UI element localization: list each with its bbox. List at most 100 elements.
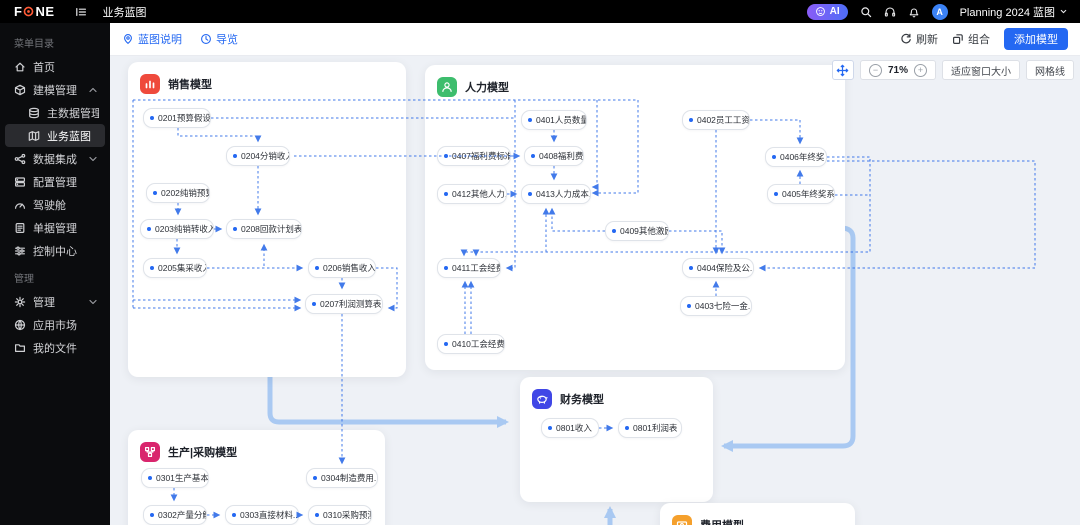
tour-link[interactable]: 导览	[200, 31, 238, 47]
node-0404[interactable]: 0404保险及公...	[682, 258, 754, 278]
node-0405[interactable]: 0405年终奖系...	[767, 184, 835, 204]
node-0410[interactable]: 0410工会经费...	[437, 334, 505, 354]
sidebar-item-documents[interactable]: 单据管理	[5, 216, 105, 239]
node-dot	[689, 266, 693, 270]
app-logo: F NE	[0, 4, 55, 19]
topbar-tab-business-blueprint[interactable]: 业务蓝图	[102, 6, 147, 19]
app-market-icon	[14, 319, 26, 331]
sidebar-item-admin[interactable]: 管理	[5, 290, 105, 313]
main-area: 蓝图说明 导览 刷新 组合 添加模型	[110, 23, 1080, 525]
fit-window-button[interactable]: 适应窗口大小	[942, 60, 1020, 80]
panel-expense-model[interactable]: 费用模型	[660, 503, 855, 525]
node-0408[interactable]: 0408福利费	[524, 146, 584, 166]
sidebar-item-config[interactable]: 配置管理	[5, 170, 105, 193]
compass-icon	[200, 33, 212, 45]
sidebar-item-my-files[interactable]: 我的文件	[5, 336, 105, 359]
sidebar-item-app-market[interactable]: 应用市场	[5, 313, 105, 336]
search-icon[interactable]	[860, 6, 872, 18]
node-dot	[548, 426, 552, 430]
node-0411[interactable]: 0411工会经费	[437, 258, 501, 278]
blueprint-info-link[interactable]: 蓝图说明	[122, 31, 182, 47]
node-0403[interactable]: 0403七险一金...	[680, 296, 752, 316]
sidebar-item-business-blueprint[interactable]: 业务蓝图	[5, 124, 105, 147]
finance-model-icon	[532, 389, 552, 409]
node-dot	[150, 116, 154, 120]
business-blueprint-icon	[28, 130, 40, 142]
node-dot	[689, 118, 693, 122]
grid-lines-button[interactable]: 网格线	[1026, 60, 1074, 80]
panel-finance-model[interactable]: 财务模型	[520, 377, 713, 502]
node-0303[interactable]: 0303直接材料...	[225, 505, 299, 525]
modeling-icon	[14, 84, 26, 96]
panel-header: 人力模型	[425, 65, 845, 109]
sidebar-item-data-integration[interactable]: 数据集成	[5, 147, 105, 170]
node-0801[interactable]: 0801利润表	[618, 418, 682, 438]
blueprint-canvas[interactable]: − 71% + 适应窗口大小 网格线 销售模型 0201预算假设 0204分销收…	[110, 56, 1080, 525]
node-dot	[444, 154, 448, 158]
node-0206[interactable]: 0206销售收入...	[308, 258, 376, 278]
node-0208[interactable]: 0208回款计划表	[226, 219, 302, 239]
node-0401[interactable]: 0401人员数量	[521, 110, 587, 130]
node-dot	[444, 266, 448, 270]
sales-model-icon	[140, 74, 160, 94]
sidebar-item-home[interactable]: 首页	[5, 55, 105, 78]
node-0201[interactable]: 0201预算假设	[143, 108, 211, 128]
pan-tool-button[interactable]	[831, 60, 854, 80]
chevron-down-icon	[87, 296, 99, 308]
headset-icon[interactable]	[884, 6, 896, 18]
node-dot	[147, 227, 151, 231]
logo-target-icon	[23, 6, 34, 17]
node-0302[interactable]: 0302产量分解	[143, 505, 207, 525]
node-0402[interactable]: 0402员工工资	[682, 110, 750, 130]
node-0801[interactable]: 0801收入	[541, 418, 599, 438]
node-dot	[233, 154, 237, 158]
sidebar: 菜单目录 首页 建模管理 主数据管理 业务蓝图 数据集成 配置管理	[0, 23, 110, 525]
user-avatar[interactable]: A	[931, 3, 948, 20]
node-0301[interactable]: 0301生产基本...	[141, 468, 209, 488]
chevron-down-icon	[87, 153, 99, 165]
home-icon	[14, 61, 26, 73]
sidebar-item-control-center[interactable]: 控制中心	[5, 239, 105, 262]
node-dot	[531, 154, 535, 158]
node-dot	[153, 191, 157, 195]
sidebar-item-master-data[interactable]: 主数据管理	[5, 101, 105, 124]
node-0202[interactable]: 0202纯销预算	[146, 183, 210, 203]
sidebar-toggle-icon[interactable]	[75, 6, 87, 18]
workspace-name: Planning 2024 蓝图	[959, 6, 1055, 19]
node-0409[interactable]: 0409其他激励	[605, 221, 669, 241]
node-0203[interactable]: 0203纯销转收入	[140, 219, 214, 239]
notification-bell-icon[interactable]	[908, 6, 920, 18]
node-0205[interactable]: 0205集采收入	[143, 258, 207, 278]
node-0407[interactable]: 0407福利费标准	[437, 146, 511, 166]
node-0310[interactable]: 0310采购预测	[308, 505, 372, 525]
node-0207[interactable]: 0207利润测算表	[305, 294, 383, 314]
node-0412[interactable]: 0412其他人力...	[437, 184, 507, 204]
cockpit-icon	[14, 199, 26, 211]
blueprint-info-label: 蓝图说明	[138, 34, 182, 46]
node-0204[interactable]: 0204分销收入	[226, 146, 290, 166]
node-0406[interactable]: 0406年终奖	[765, 147, 827, 167]
ai-assistant-button[interactable]: AI	[806, 3, 848, 20]
control-center-icon	[14, 245, 26, 257]
data-integration-icon	[14, 153, 26, 165]
panel-header: 财务模型	[520, 377, 713, 421]
node-dot	[774, 192, 778, 196]
sidebar-item-cockpit[interactable]: 驾驶舱	[5, 193, 105, 216]
zoom-control: − 71% +	[859, 60, 936, 80]
workspace-selector[interactable]: Planning 2024 蓝图	[960, 4, 1068, 20]
robot-icon	[815, 6, 826, 17]
group-button[interactable]: 组合	[952, 31, 990, 47]
zoom-in-button[interactable]: +	[914, 63, 927, 77]
zoom-out-button[interactable]: −	[868, 63, 882, 77]
move-icon	[836, 64, 849, 77]
node-0413[interactable]: 0413人力成本...	[521, 184, 591, 204]
node-0304[interactable]: 0304制造费用...	[306, 468, 378, 488]
top-bar: F NE 业务蓝图 AI A Planning 2024 蓝图	[0, 0, 1080, 23]
refresh-button[interactable]: 刷新	[900, 31, 938, 47]
add-model-button[interactable]: 添加模型	[1004, 28, 1068, 50]
node-dot	[312, 302, 316, 306]
panel-hr-model[interactable]: 人力模型	[425, 65, 845, 370]
node-dot	[528, 118, 532, 122]
panel-header: 生产|采购模型	[128, 430, 385, 474]
sidebar-item-modeling[interactable]: 建模管理	[5, 78, 105, 101]
